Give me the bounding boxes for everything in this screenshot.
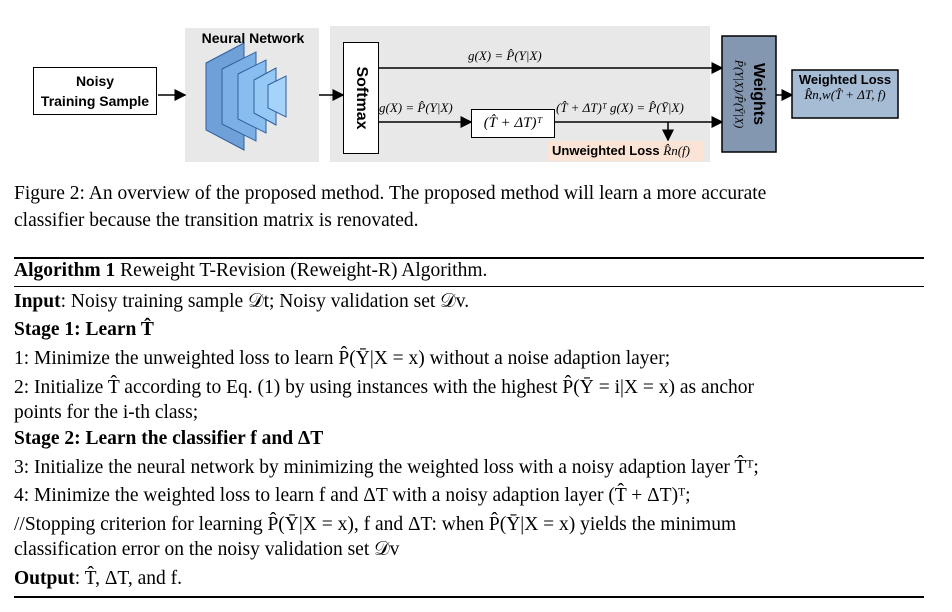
nn-label: Neural Network [201, 30, 305, 46]
input-box: Noisy Training Sample [33, 67, 157, 115]
algorithm-bottom-rule [14, 596, 924, 598]
input-keyword: Input [14, 291, 61, 312]
unweighted-loss-text: Unweighted Loss [552, 143, 660, 158]
weighted-loss-box [791, 69, 899, 119]
weighted-loss-content: Weighted Loss R̂n,w(T̂ + ΔT, f) [792, 72, 898, 103]
caption-line-1: Figure 2: An overview of the proposed me… [14, 183, 767, 204]
input-text: : Noisy training sample 𝒟t; Noisy valida… [60, 291, 470, 312]
weighted-loss-label: Weighted Loss [798, 72, 892, 87]
unweighted-loss-bg [548, 141, 704, 161]
diagram-canvas [158, 26, 899, 162]
stopping-criterion-line-2: classification error on the noisy valida… [14, 539, 400, 560]
softmax-box: Softmax [343, 42, 379, 154]
algorithm-title-rule [14, 286, 924, 287]
top-equation: g(X) = P̂(Y|X) [468, 48, 542, 63]
stage-2-heading: Stage 2: Learn the classifier f and ΔT [14, 428, 324, 449]
caption-line-2: classifier because the transition matrix… [14, 210, 419, 231]
transition-label: (T̂ + ΔT)ᵀ [483, 115, 543, 131]
neural-network-icon [205, 42, 287, 151]
mid-equation: g(X) = P̂(Y|X) [379, 100, 453, 115]
weights-text: Weights P̂(Y|X)/P̂(Ȳ|X) [722, 36, 776, 152]
algorithm-number: Algorithm 1 [14, 260, 116, 281]
step-1: 1: Minimize the unweighted loss to learn… [14, 348, 671, 369]
input-label-line1: Noisy [75, 73, 115, 89]
algorithm-output: Output: T̂, ΔT, and f. [14, 567, 929, 591]
output-keyword: Output [14, 568, 75, 589]
weights-formula: P̂(Y|X)/P̂(Ȳ|X) [732, 59, 747, 129]
output-text: : T̂, ΔT, and f. [74, 568, 183, 589]
unweighted-loss-label: Unweighted Loss R̂n(f) [552, 143, 690, 159]
input-label-line2: Training Sample [40, 93, 150, 109]
stopping-criterion-line-1: //Stopping criterion for learning P̂(Ȳ|X… [14, 514, 737, 535]
step-2-text: 2: Initialize T̂ according to Eq. (1) by… [14, 377, 755, 398]
algorithm-title: Algorithm 1 Reweight T-Revision (Reweigh… [14, 259, 929, 283]
step-3: 3: Initialize the neural network by mini… [14, 457, 759, 478]
transition-matrix-box: (T̂ + ΔT)ᵀ [471, 109, 555, 138]
stage-1-heading: Stage 1: Learn T̂ [14, 319, 154, 340]
algorithm-input: Input: Noisy training sample 𝒟t; Noisy v… [14, 290, 929, 314]
step-4: 4: Minimize the weighted loss to learn f… [14, 485, 691, 506]
algorithm-name: Reweight T-Revision (Reweight-R) Algorit… [120, 260, 488, 281]
unweighted-loss-symbol: R̂n(f) [663, 143, 690, 158]
softmax-panel [330, 26, 710, 162]
weights-label: Weights [750, 63, 767, 125]
weights-box [721, 35, 777, 153]
softmax-label: Softmax [353, 66, 370, 130]
step-2-line-2: points for the i-th class; [14, 402, 199, 423]
transition-output-eq: (T̂ + ΔT)ᵀ g(X) = P̂(Ȳ|X) [556, 100, 684, 115]
step-2-line-1: 2: Initialize T̂ according to Eq. (1) by… [14, 376, 929, 400]
weighted-loss-symbol: R̂n,w(T̂ + ΔT, f) [804, 87, 886, 102]
algorithm-top-rule [14, 257, 924, 259]
figure-caption: Figure 2: An overview of the proposed me… [14, 180, 924, 234]
